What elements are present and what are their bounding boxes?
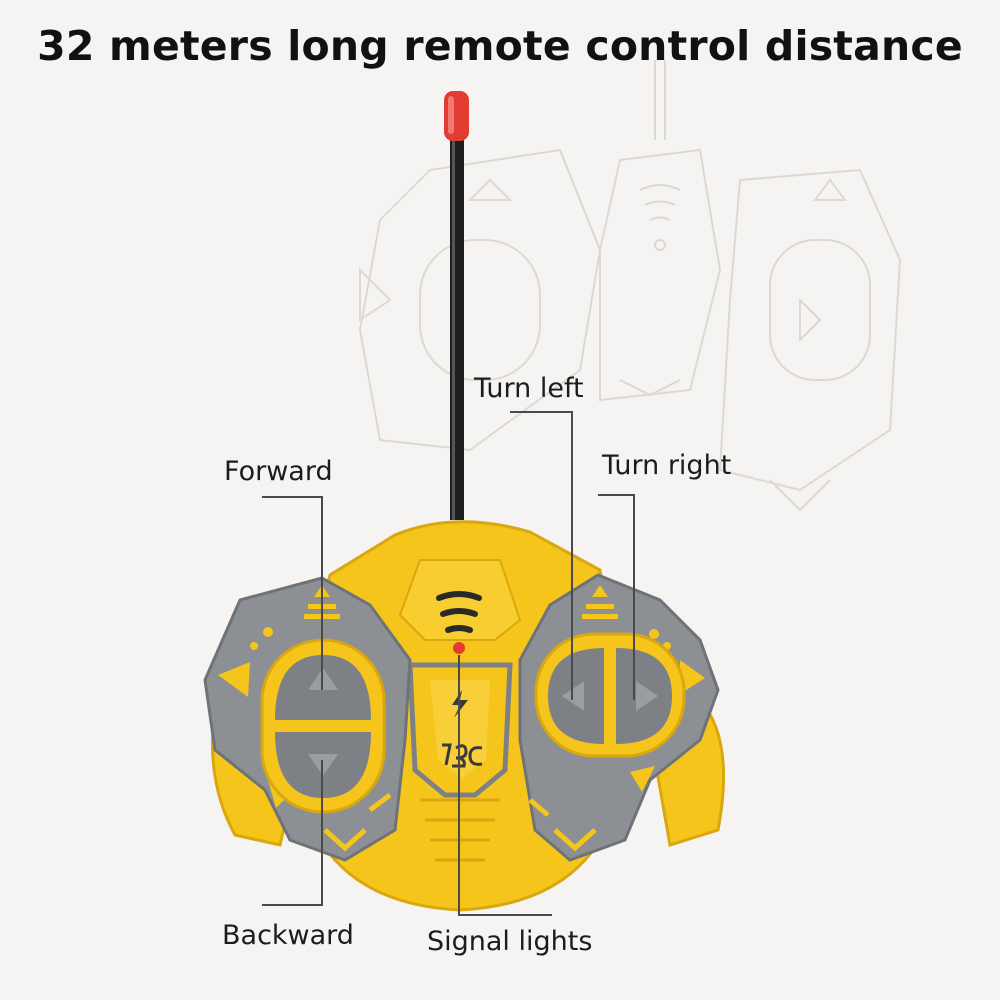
right-arrow-icon [636,681,658,711]
antenna-icon [444,91,469,520]
callout-lines [262,411,635,916]
headline: 32 meters long remote control distance [37,22,963,70]
turn-right-label: Turn right [602,450,732,481]
signal-lights-label: Signal lights [427,926,593,957]
rc-logo-icon [442,743,483,768]
signal-waves-icon [436,591,482,633]
turn-left-label: Turn left [474,373,584,404]
signal-light-icon [453,642,465,654]
turn-right-button[interactable] [616,648,672,744]
forward-label: Forward [224,456,333,487]
backward-label: Backward [222,920,354,951]
background-sketch [358,60,902,512]
